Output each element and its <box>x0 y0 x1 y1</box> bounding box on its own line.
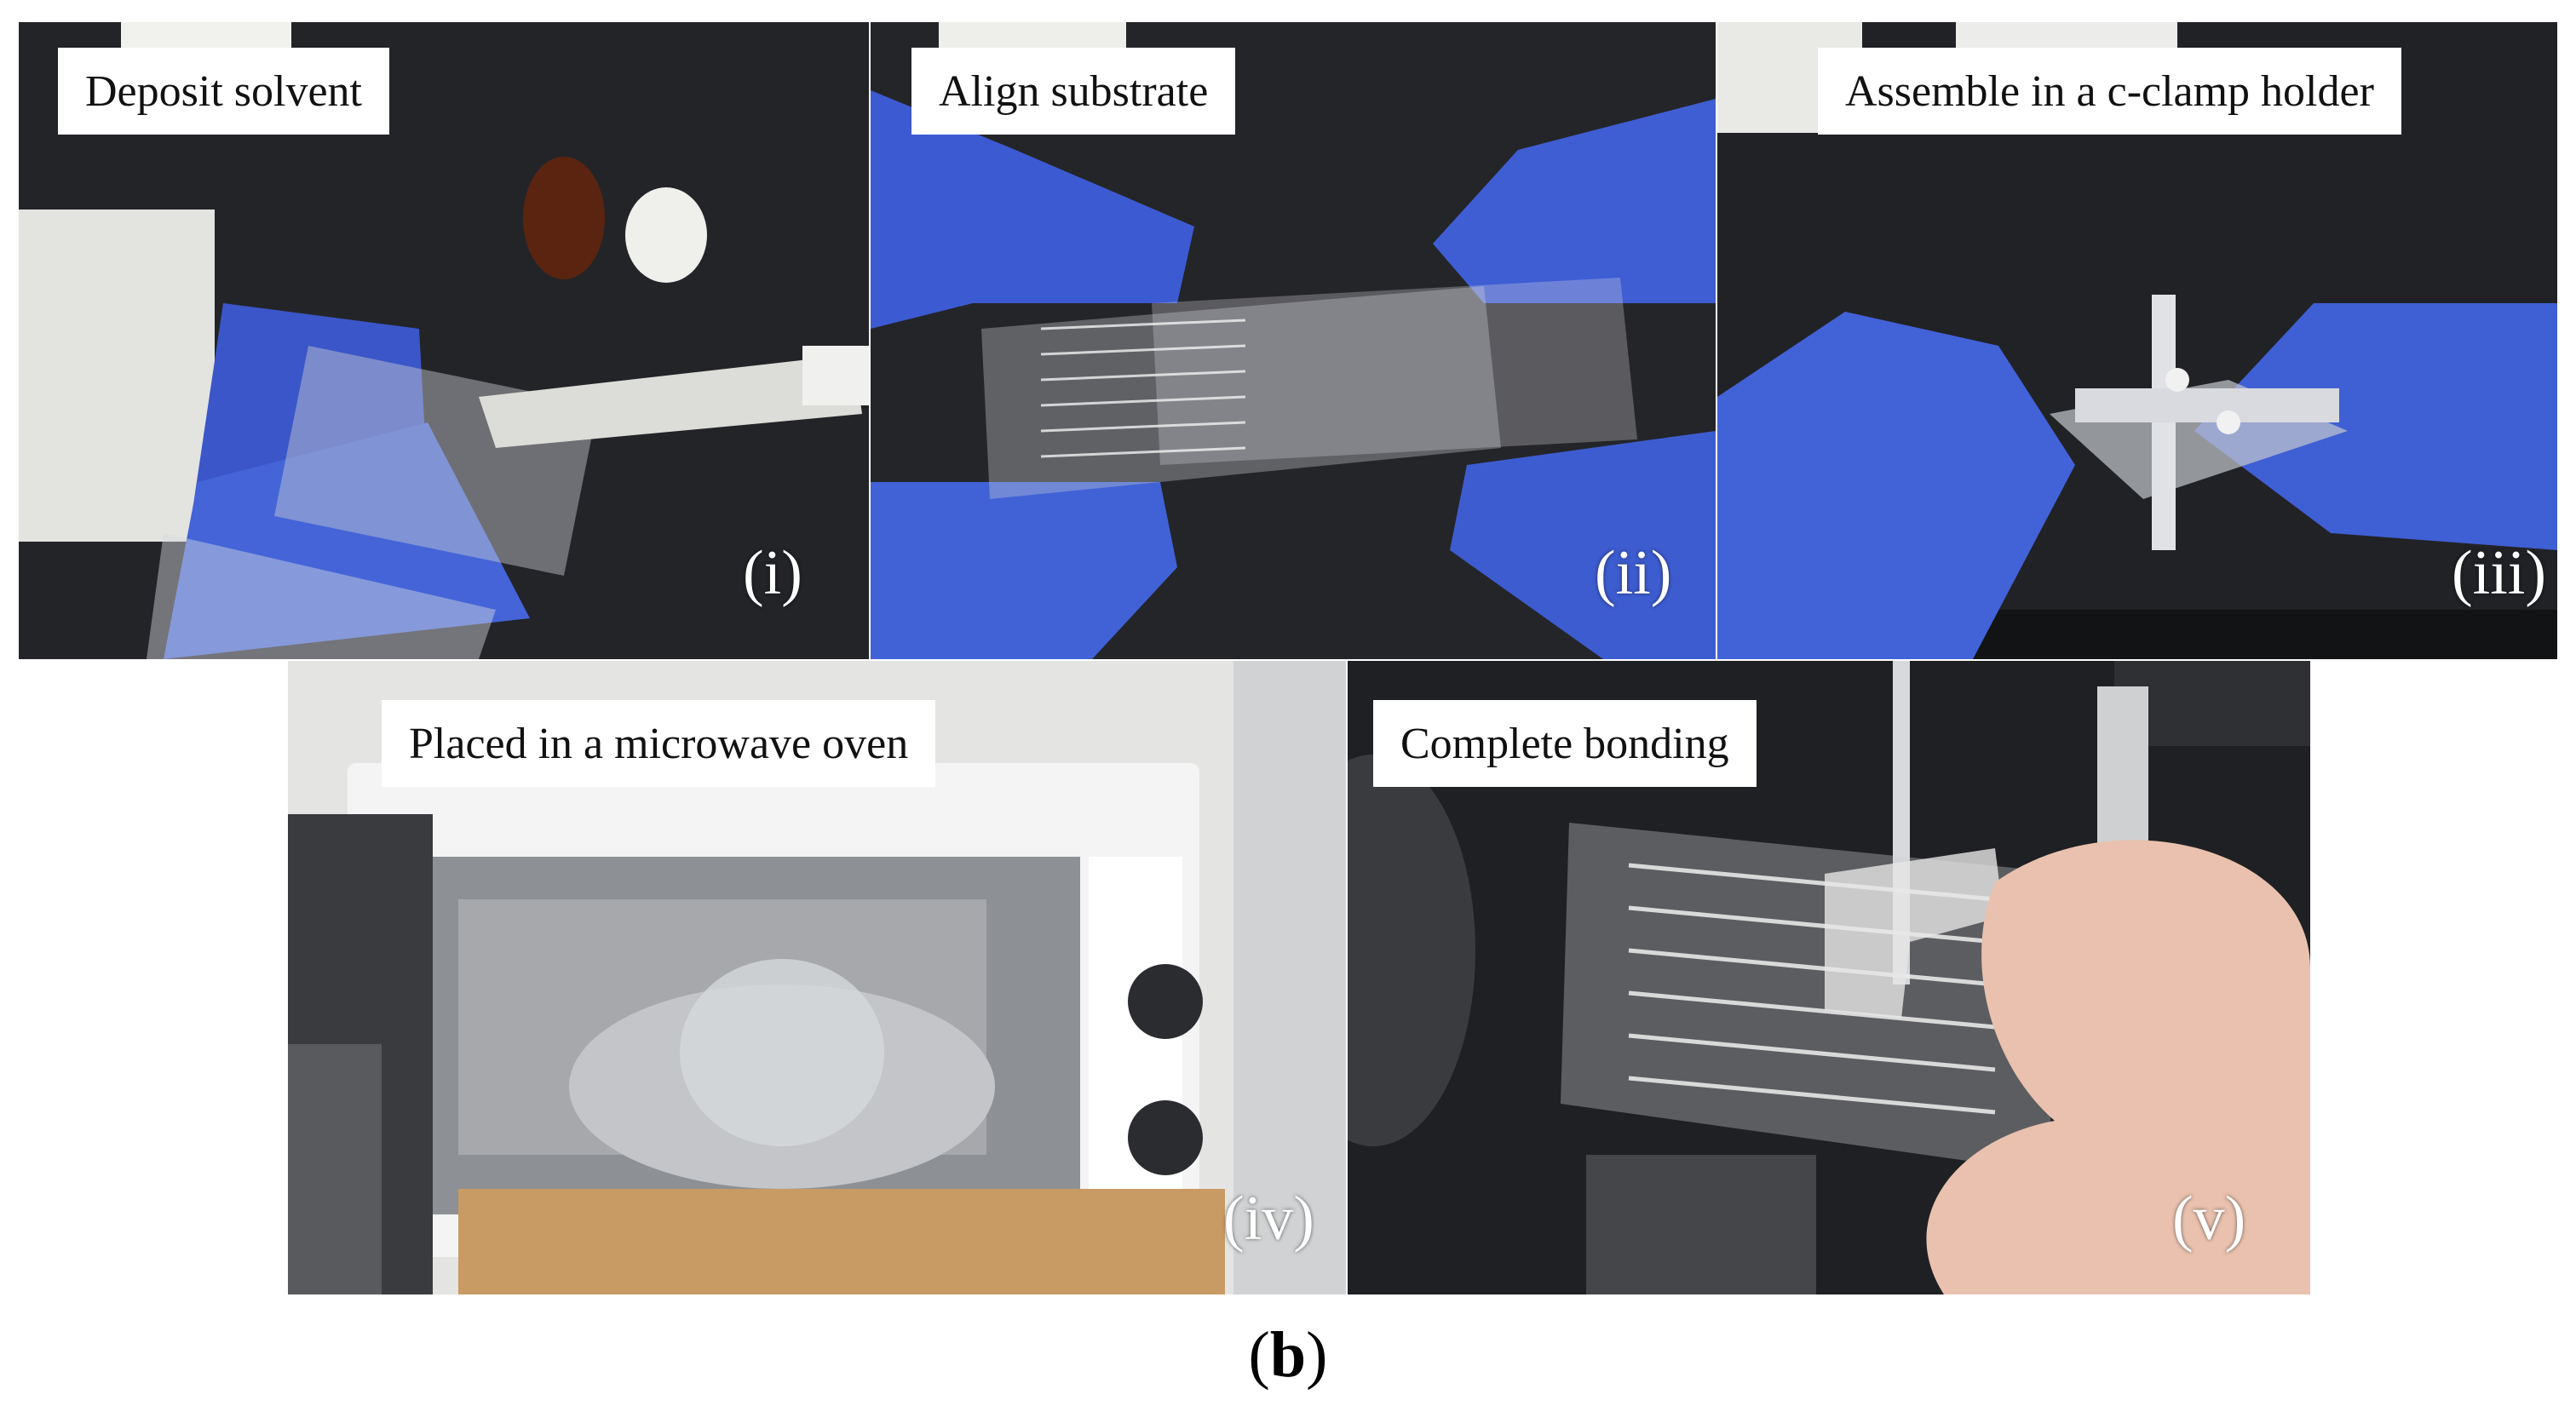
microwave-oven-photo <box>288 661 1346 1294</box>
caption-close-paren: ) <box>1306 1319 1328 1391</box>
deposit-solvent-photo <box>19 22 869 659</box>
panel-numeral-i: (i) <box>743 538 802 608</box>
panel-label-align-substrate: Align substrate <box>911 48 1236 135</box>
panel-numeral-v: (v) <box>2172 1184 2246 1254</box>
photo-panel-microwave-oven: Placed in a microwave oven (iv) <box>288 661 1346 1294</box>
caption-letter: b <box>1269 1319 1307 1391</box>
panel-numeral-iv: (iv) <box>1223 1184 1314 1254</box>
photo-panel-complete-bonding: Complete bonding (v) <box>1348 661 2310 1294</box>
photo-panel-assemble-c-clamp: Assemble in a c-clamp holder (iii) <box>1717 22 2557 659</box>
panel-label-deposit-solvent: Deposit solvent <box>58 48 389 135</box>
caption-open-paren: ( <box>1248 1319 1270 1391</box>
photo-panel-align-substrate: Align substrate (ii) <box>871 22 1716 659</box>
photo-panel-deposit-solvent: Deposit solvent (i) <box>19 22 869 659</box>
panel-label-complete-bonding: Complete bonding <box>1373 700 1757 787</box>
panel-numeral-ii: (ii) <box>1595 538 1672 608</box>
panel-label-assemble-c-clamp: Assemble in a c-clamp holder <box>1818 48 2401 135</box>
figure-caption: (b) <box>0 1318 2576 1392</box>
panel-numeral-iii: (iii) <box>2452 538 2546 608</box>
panel-label-microwave-oven: Placed in a microwave oven <box>382 700 936 787</box>
